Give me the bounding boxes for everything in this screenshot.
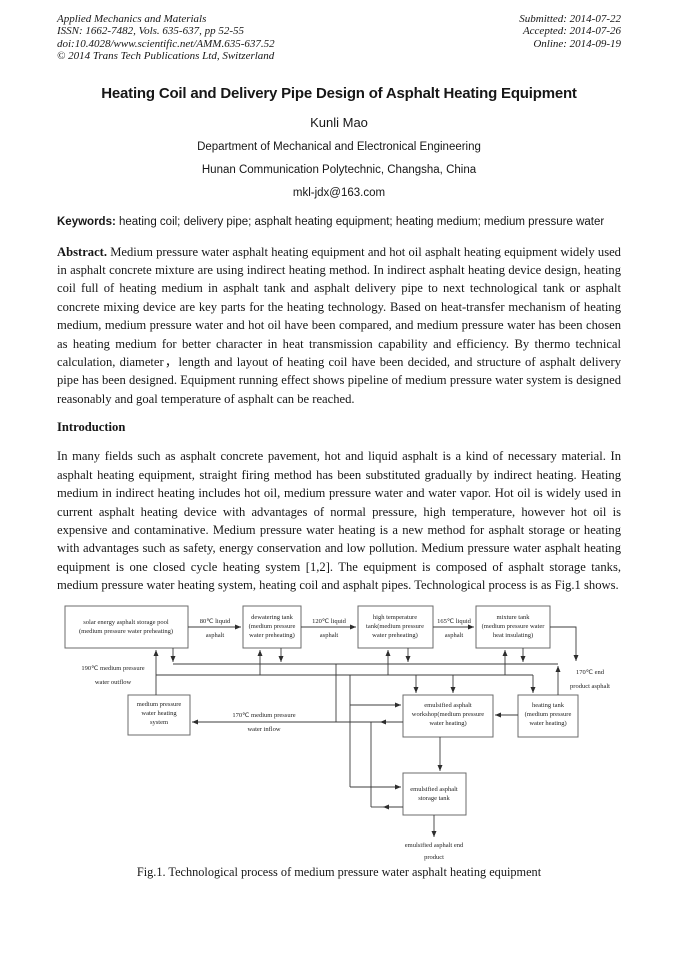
flow-box-label-line: dewatering tank	[251, 614, 293, 621]
flow-label-120c-asphalt: 120℃ liquid asphalt	[312, 618, 347, 639]
journal-issn: ISSN: 1662-7482, Vols. 635-637, pp 52-55	[57, 25, 244, 38]
svg-text:170℃ medium pressure: 170℃ medium pressure	[232, 712, 295, 719]
flow-box-high-temperature-tank: high temperature tank(medium pressure wa…	[357, 605, 434, 649]
flow-box-label-line: heat insulating)	[493, 632, 533, 639]
abstract-label: Abstract.	[57, 244, 108, 259]
svg-text:water inflow: water inflow	[247, 726, 280, 733]
flow-box-label-line: mixture tank	[496, 614, 530, 621]
svg-text:asphalt: asphalt	[320, 632, 339, 639]
flow-box-label-line: (medium pressure	[249, 623, 296, 630]
flow-box-emulsified-workshop: emulsified asphalt workshop(medium press…	[402, 694, 494, 738]
flow-box-label-line: high temperature	[373, 614, 417, 621]
journal-doi: doi:10.4028/www.scientific.net/AMM.635-6…	[57, 37, 275, 50]
flow-box-heating-tank: heating tank (medium pressure water heat…	[517, 694, 579, 738]
flow-box-label-line: heating tank	[532, 702, 565, 709]
svg-text:product asphalt: product asphalt	[570, 683, 610, 690]
journal-info: Applied Mechanics and Materials ISSN: 16…	[57, 13, 275, 63]
author-name: Kunli Mao	[310, 114, 368, 130]
flow-box-label-line: storage tank	[418, 795, 450, 802]
accepted-date: Accepted: 2014-07-26	[522, 25, 621, 38]
flow-box-label-line: (medium pressure water preheating)	[79, 628, 173, 635]
svg-text:asphalt: asphalt	[206, 632, 225, 639]
svg-text:asphalt: asphalt	[445, 632, 464, 639]
svg-text:product: product	[424, 854, 444, 861]
introduction-heading: Introduction	[57, 420, 126, 435]
svg-text:80℃ liquid: 80℃ liquid	[200, 618, 231, 625]
author-institution: Hunan Communication Polytechnic, Changsh…	[201, 163, 477, 176]
flow-box-label-line: water preheating)	[249, 632, 295, 639]
figure-1: solar energy asphalt storage pool (mediu…	[57, 597, 621, 880]
svg-text:170℃ end: 170℃ end	[576, 669, 605, 676]
flow-label-end-product-asphalt: 170℃ end product asphalt	[570, 669, 610, 690]
flow-box-solar-pool: solar energy asphalt storage pool (mediu…	[64, 605, 189, 649]
flow-box-label-line: solar energy asphalt storage pool	[83, 619, 169, 626]
flow-label-final-product: emulsified asphalt end product	[405, 842, 464, 861]
flow-box-label-line: water heating)	[429, 720, 466, 727]
flow-arrow	[550, 626, 579, 661]
author-email: mkl-jdx@163.com	[292, 186, 386, 199]
flow-box-label-line: water preheating)	[372, 632, 418, 639]
flow-label-165c-asphalt: 165℃ liquid asphalt	[437, 618, 472, 639]
flow-box-label-line: water heating	[141, 710, 177, 717]
journal-header: Applied Mechanics and Materials ISSN: 16…	[57, 13, 621, 63]
flow-box-label-line: medium pressure	[137, 701, 182, 708]
abstract-text: Medium pressure water asphalt heating eq…	[57, 244, 621, 406]
process-flow-diagram: solar energy asphalt storage pool (mediu…	[64, 605, 610, 861]
flow-label-water-inflow: 170℃ medium pressure water inflow	[232, 712, 295, 733]
submission-dates: Submitted: 2014-07-22 Accepted: 2014-07-…	[519, 13, 621, 63]
svg-text:165℃ liquid: 165℃ liquid	[437, 618, 472, 625]
flow-label-water-outflow: 190℃ medium pressure water outflow	[81, 665, 144, 686]
flow-box-label-line: emulsified asphalt	[410, 786, 458, 793]
introduction-paragraph: In many fields such as asphalt concrete …	[57, 449, 621, 593]
flow-box-label-line: (medium pressure water	[482, 623, 546, 630]
svg-text:120℃ liquid: 120℃ liquid	[312, 618, 347, 625]
journal-name: Applied Mechanics and Materials	[57, 13, 207, 25]
journal-copyright: © 2014 Trans Tech Publications Ltd, Swit…	[57, 50, 275, 63]
svg-text:emulsified asphalt end: emulsified asphalt end	[405, 842, 464, 849]
keywords-block: Keywords: heating coil; delivery pipe; a…	[57, 213, 621, 232]
abstract-paragraph: Abstract. Medium pressure water asphalt …	[57, 243, 621, 409]
flow-box-label-line: tank(medium pressure	[366, 623, 424, 630]
figure-caption: Fig.1. Technological process of medium p…	[136, 864, 542, 879]
paper-title: Heating Coil and Delivery Pipe Design of…	[101, 84, 577, 102]
keywords-label: Keywords:	[57, 215, 116, 228]
flow-box-label-line: (medium pressure	[525, 711, 572, 718]
flow-box-dewatering-tank: dewatering tank (medium pressure water p…	[242, 605, 302, 649]
flow-box-label-line: water heating)	[529, 720, 566, 727]
flow-box-mixture-tank: mixture tank (medium pressure water heat…	[475, 605, 551, 649]
flow-box-storage-tank: emulsified asphalt storage tank	[402, 772, 467, 816]
flow-label-80c-asphalt: 80℃ liquid asphalt	[200, 618, 231, 639]
keywords-text: heating coil; delivery pipe; asphalt hea…	[119, 215, 605, 228]
flow-box-water-heating-system: medium pressure water heating system	[127, 694, 191, 736]
flow-box-label-line: emulsified asphalt	[424, 702, 472, 709]
author-department: Department of Mechanical and Electronica…	[197, 140, 481, 153]
flow-box-label-line: system	[150, 719, 168, 726]
svg-text:190℃ medium pressure: 190℃ medium pressure	[81, 665, 144, 672]
online-date: Online: 2014-09-19	[533, 37, 621, 50]
svg-text:water outflow: water outflow	[95, 679, 132, 686]
flow-box-label-line: workshop(medium pressure	[412, 711, 485, 718]
submitted-date: Submitted: 2014-07-22	[519, 13, 621, 25]
